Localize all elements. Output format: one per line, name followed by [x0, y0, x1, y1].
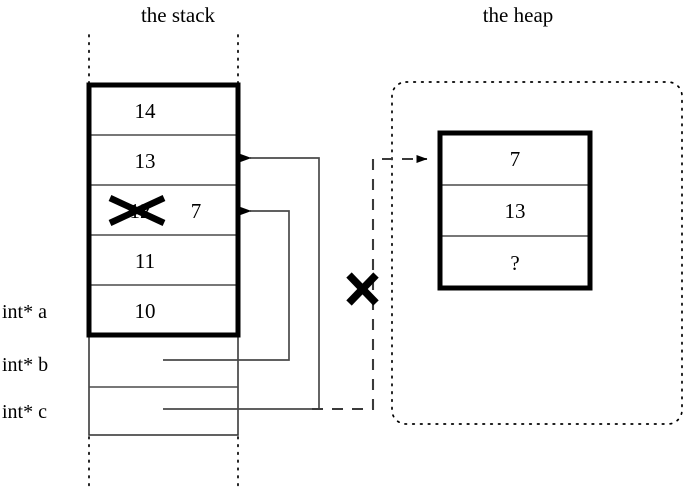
- heap-cell-unknown: ?: [510, 251, 519, 275]
- heap-region-title: the heap: [483, 3, 554, 27]
- pointer-c-to-stack-cell-13: [163, 154, 320, 410]
- stack-cell-10: 10: [135, 299, 156, 323]
- stack-cell-11: 11: [135, 249, 155, 273]
- stack-pointer-rows-frame: [88, 334, 239, 436]
- heap-block-frame: [437, 130, 593, 291]
- pointer-c-to-heap-dashed: [312, 155, 428, 411]
- stack-cell-12-new-value: 7: [191, 199, 202, 223]
- stack-cell-14: 14: [135, 99, 157, 123]
- x-strike-over-12: [108, 195, 166, 226]
- var-label-a: int* a: [2, 301, 47, 323]
- heap-cell-13: 13: [505, 199, 526, 223]
- var-label-b: int* b: [2, 354, 48, 376]
- pointer-b-to-stack-cell-12: [163, 207, 290, 361]
- stack-active-frame: [86, 82, 241, 338]
- heap-cell-7: 7: [510, 147, 521, 171]
- heap-region-boundary: [391, 81, 683, 425]
- stack-region-title: the stack: [141, 3, 216, 27]
- var-label-c: int* c: [2, 401, 47, 423]
- x-mark-invalid-heap-pointer: [346, 272, 379, 306]
- stack-cell-13: 13: [135, 149, 156, 173]
